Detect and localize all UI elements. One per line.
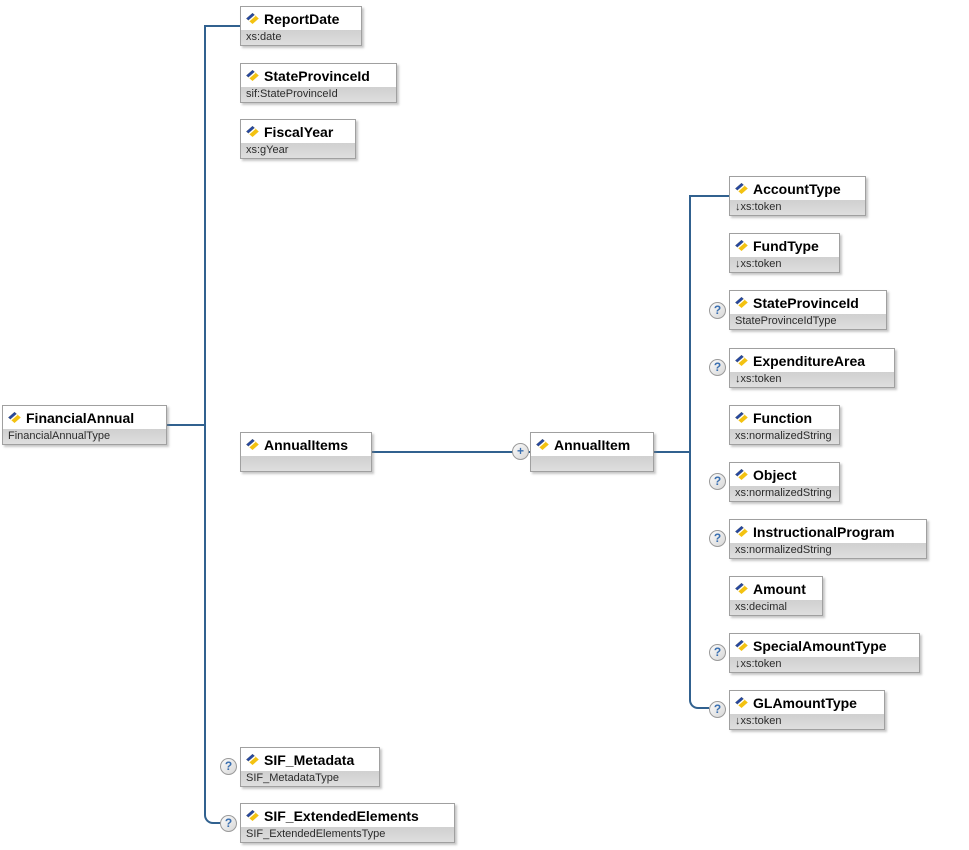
element-icon [8,412,21,423]
node-specialamounttype[interactable]: SpecialAmountType ↓xs:token [729,633,920,673]
element-type [531,456,653,471]
element-name: Function [753,409,813,426]
repeat-badge: + [512,443,529,460]
connector-line [204,25,206,811]
element-name: ExpenditureArea [753,352,866,369]
element-type: xs:date [241,30,361,45]
node-stateprovinceid[interactable]: StateProvinceId sif:StateProvinceId [240,63,397,103]
node-fundtype[interactable]: FundType ↓xs:token [729,233,840,273]
element-type: sif:StateProvinceId [241,87,396,102]
element-type: ↓xs:token [730,257,839,272]
element-icon [735,583,748,594]
element-name: StateProvinceId [264,67,370,84]
element-type: SIF_MetadataType [241,771,379,786]
connector-corner [204,811,222,824]
optional-badge: ? [709,701,726,718]
element-icon [246,13,259,24]
element-icon [735,183,748,194]
connector-line [654,451,689,453]
element-icon [246,439,259,450]
node-stateprovinceid-item[interactable]: StateProvinceId StateProvinceIdType [729,290,887,330]
connector-line [167,424,204,426]
node-function[interactable]: Function xs:normalizedString [729,405,840,445]
element-type: xs:gYear [241,143,355,158]
element-icon [735,297,748,308]
node-amount[interactable]: Amount xs:decimal [729,576,823,616]
element-name: AccountType [753,180,841,197]
element-type: FinancialAnnualType [3,429,166,444]
element-type: StateProvinceIdType [730,314,886,329]
element-name: Object [753,466,797,483]
element-type: ↓xs:token [730,657,919,672]
element-type: ↓xs:token [730,200,865,215]
node-expenditurearea[interactable]: ExpenditureArea ↓xs:token [729,348,895,388]
element-name: SpecialAmountType [753,637,887,654]
node-fiscalyear[interactable]: FiscalYear xs:gYear [240,119,356,159]
element-type: xs:normalizedString [730,543,926,558]
element-name: FinancialAnnual [26,409,135,426]
element-icon [246,810,259,821]
optional-badge: ? [220,815,237,832]
element-icon [735,355,748,366]
element-type [241,456,371,471]
element-icon [536,439,549,450]
connector-line [689,195,729,197]
node-financialannual[interactable]: FinancialAnnual FinancialAnnualType [2,405,167,445]
element-name: InstructionalProgram [753,523,895,540]
optional-badge: ? [709,644,726,661]
element-name: AnnualItem [554,436,631,453]
optional-badge: ? [709,473,726,490]
connector-line [204,25,240,27]
node-reportdate[interactable]: ReportDate xs:date [240,6,362,46]
element-icon [735,469,748,480]
element-name: StateProvinceId [753,294,859,311]
node-instructionalprogram[interactable]: InstructionalProgram xs:normalizedString [729,519,927,559]
optional-badge: ? [709,302,726,319]
element-type: xs:decimal [730,600,822,615]
element-name: GLAmountType [753,694,857,711]
element-icon [735,412,748,423]
element-name: SIF_Metadata [264,751,355,768]
node-annualitem[interactable]: AnnualItem [530,432,654,472]
optional-badge: ? [220,758,237,775]
element-icon [246,70,259,81]
element-name: SIF_ExtendedElements [264,807,419,824]
connector-line [689,195,691,696]
element-icon [735,526,748,537]
connector-line [372,451,530,453]
element-name: FiscalYear [264,123,334,140]
element-icon [246,754,259,765]
element-type: xs:normalizedString [730,429,839,444]
element-icon [735,240,748,251]
element-type: SIF_ExtendedElementsType [241,827,454,842]
optional-badge: ? [709,359,726,376]
element-name: AnnualItems [264,436,349,453]
node-object[interactable]: Object xs:normalizedString [729,462,840,502]
node-sifmetadata[interactable]: SIF_Metadata SIF_MetadataType [240,747,380,787]
element-name: ReportDate [264,10,340,27]
element-type: ↓xs:token [730,714,884,729]
node-sifextendedelements[interactable]: SIF_ExtendedElements SIF_ExtendedElement… [240,803,455,843]
element-icon [246,126,259,137]
node-annualitems[interactable]: AnnualItems [240,432,372,472]
element-type: xs:normalizedString [730,486,839,501]
connector-corner [689,696,709,709]
element-icon [735,697,748,708]
element-name: Amount [753,580,806,597]
node-accounttype[interactable]: AccountType ↓xs:token [729,176,866,216]
optional-badge: ? [709,530,726,547]
element-name: FundType [753,237,819,254]
node-glamounttype[interactable]: GLAmountType ↓xs:token [729,690,885,730]
element-type: ↓xs:token [730,372,894,387]
element-icon [735,640,748,651]
